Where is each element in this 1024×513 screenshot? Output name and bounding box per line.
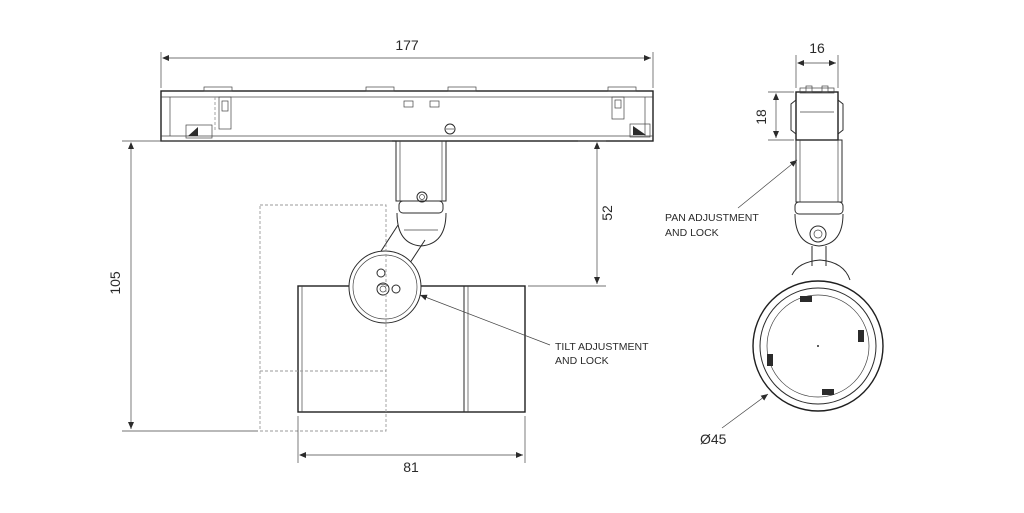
dim-overall-length: 177 bbox=[160, 37, 654, 88]
dim-side-width: 16 bbox=[795, 40, 839, 88]
hidden-outline bbox=[259, 204, 387, 432]
pan-note-line2: AND LOCK bbox=[665, 227, 719, 239]
overall-length-label: 177 bbox=[395, 37, 419, 53]
pan-note-line1: PAN ADJUSTMENT bbox=[665, 212, 759, 224]
stem bbox=[395, 140, 447, 247]
side-stem bbox=[791, 139, 851, 281]
tilt-callout: TILT ADJUSTMENT AND LOCK bbox=[419, 294, 649, 367]
tilt-note-line1: TILT ADJUSTMENT bbox=[555, 341, 649, 353]
side-view: 16 18 PAN ADJUSTMENT AND LOCK Ø45 bbox=[665, 40, 884, 447]
pan-callout: PAN ADJUSTMENT AND LOCK bbox=[665, 159, 798, 239]
side-adapter bbox=[790, 85, 844, 141]
tilt-pivot bbox=[348, 250, 422, 324]
dim-total-height: 105 bbox=[107, 140, 392, 432]
total-height-label: 105 bbox=[107, 271, 123, 295]
front-view: 177 105 52 81 TILT ADJUSTMENT AND LO bbox=[107, 37, 654, 475]
offset-height-label: 52 bbox=[599, 205, 615, 221]
head-diameter-label: Ø45 bbox=[700, 431, 727, 447]
dim-offset-height: 52 bbox=[528, 140, 615, 287]
dim-body-length: 81 bbox=[297, 416, 526, 475]
tilt-note-line2: AND LOCK bbox=[555, 355, 609, 367]
dim-side-height: 18 bbox=[753, 91, 794, 141]
side-head bbox=[752, 280, 884, 412]
track-adapter bbox=[160, 86, 654, 142]
side-width-label: 16 bbox=[809, 40, 825, 56]
body-length-label: 81 bbox=[403, 459, 419, 475]
dim-head-diameter: Ø45 bbox=[700, 393, 769, 447]
side-height-label: 18 bbox=[753, 109, 769, 125]
